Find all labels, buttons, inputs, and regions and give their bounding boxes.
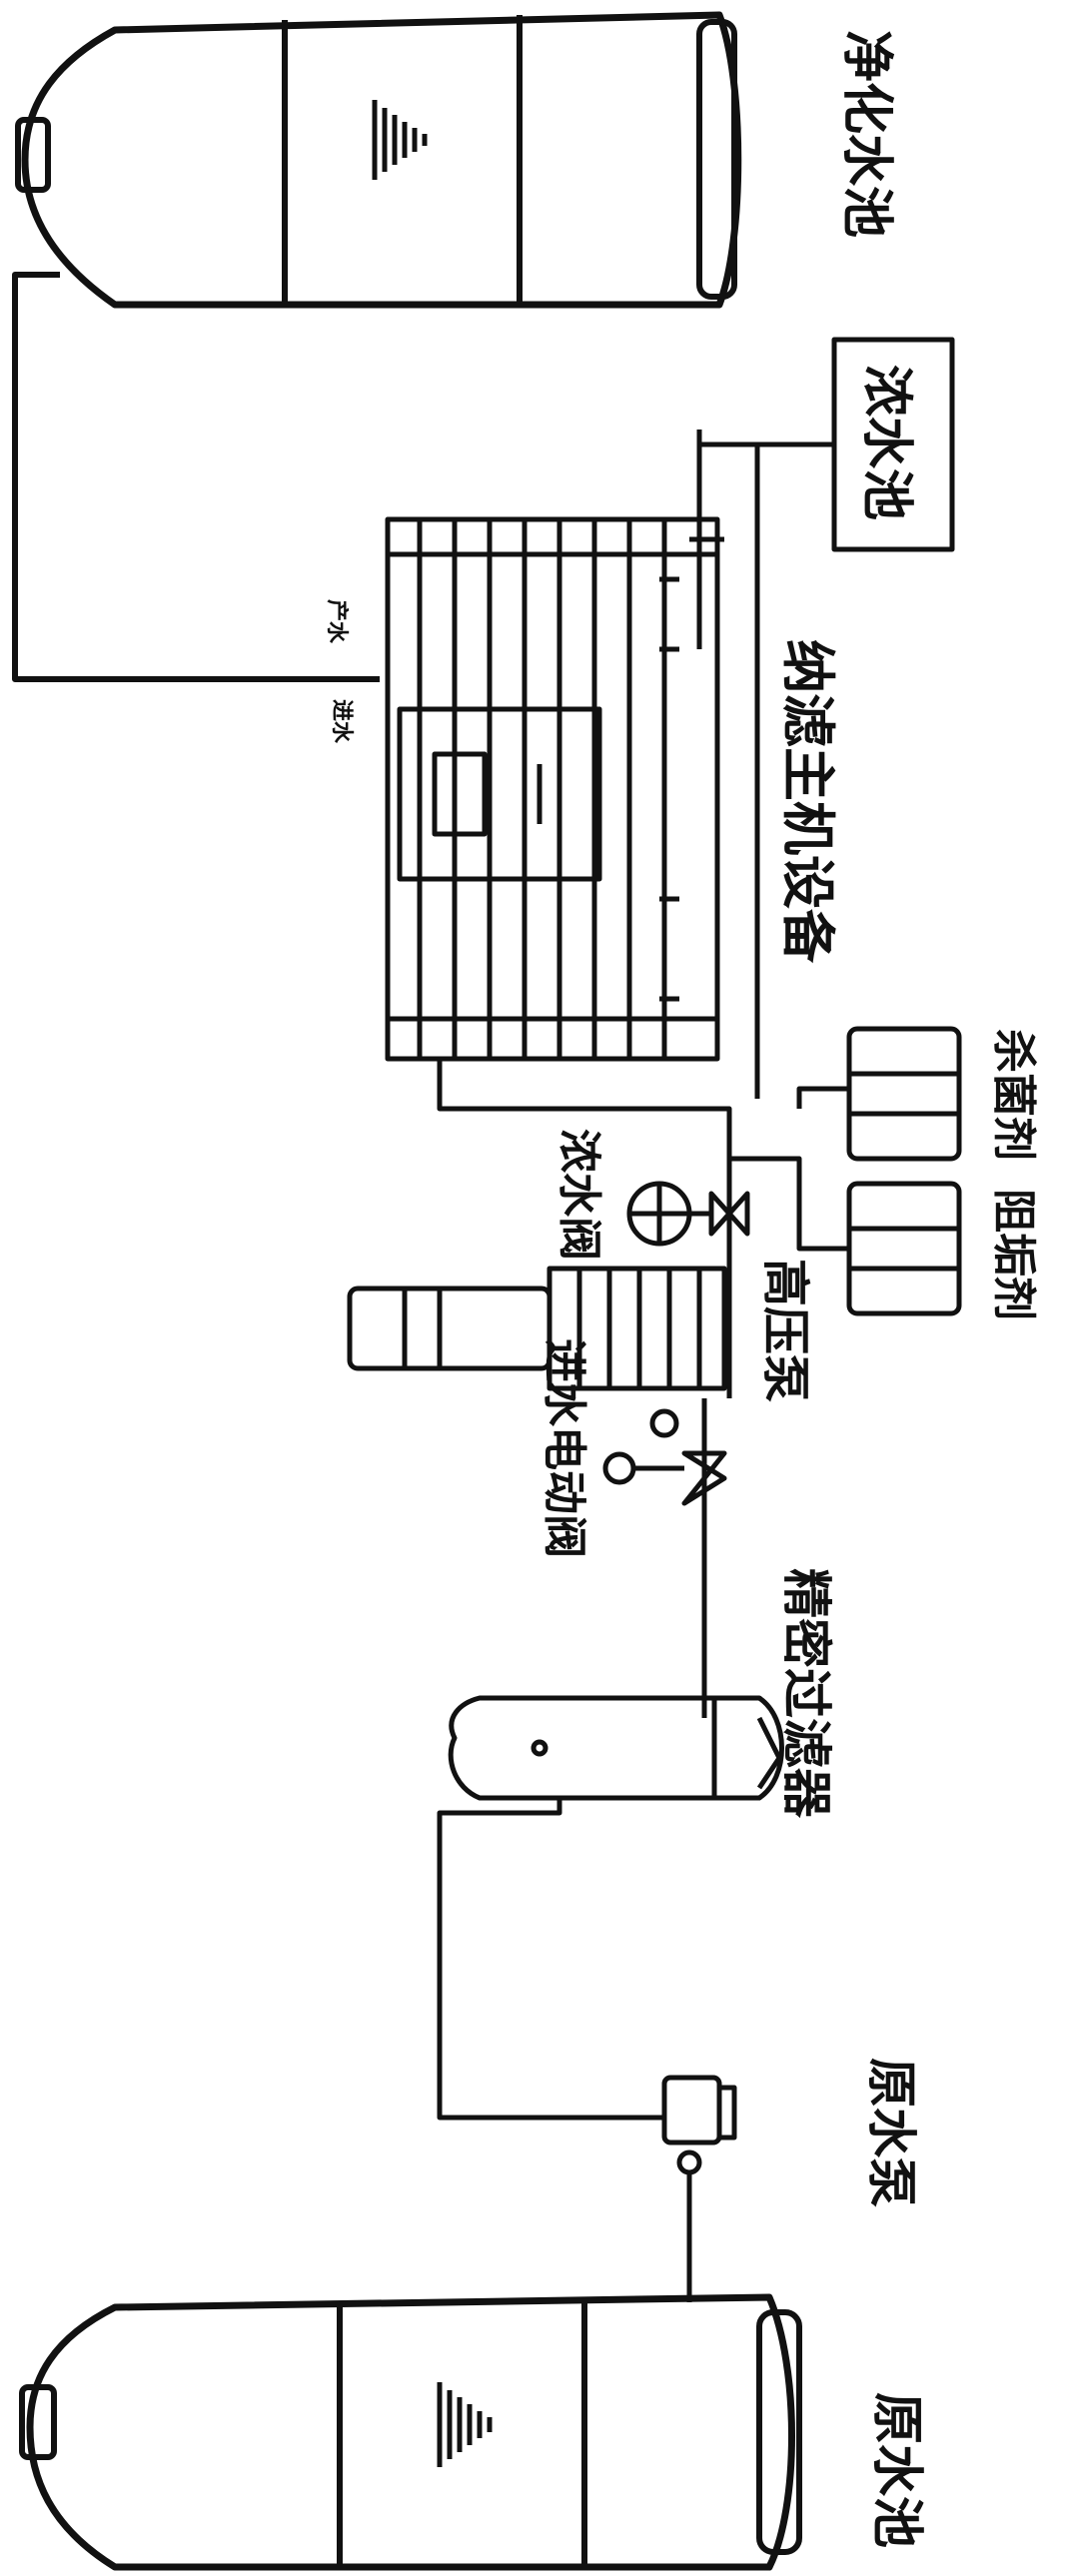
precision-filter — [448, 1695, 784, 1801]
label-concentrate-pool: 浓水池 — [856, 365, 916, 520]
feed-pipe — [437, 1059, 732, 1249]
reagent-bactericide-tank — [796, 1026, 962, 1162]
label-membrane-unit: 纳滤主机设备 — [776, 639, 839, 964]
purified-water-tank — [15, 11, 742, 309]
raw-to-filter-pipe — [437, 1798, 664, 2121]
reagent-antiscalant-tank — [729, 1156, 962, 1316]
inlet-electric-valve — [602, 1408, 727, 1506]
label-raw-pump: 原水泵 — [862, 2058, 920, 2207]
label-purified-pool: 净化水池 — [836, 30, 896, 238]
raw-water-pump — [661, 2075, 737, 2302]
nanofiltration-unit — [385, 516, 720, 1062]
label-precision-filter: 精密过滤器 — [777, 1568, 835, 1819]
label-raw-pool: 原水池 — [866, 2392, 926, 2548]
label-permeate: 产水 — [324, 599, 349, 644]
label-inlet-valve: 进水电动阀 — [539, 1338, 589, 1558]
concentrate-valve — [626, 1181, 750, 1247]
label-concentrate-valve: 浓水阀 — [553, 1129, 604, 1261]
label-bactericide: 杀菌剂 — [988, 1029, 1039, 1161]
label-antiscalant: 阻垢剂 — [988, 1189, 1039, 1320]
raw-water-tank — [19, 2293, 802, 2571]
concentrate-pipes — [689, 429, 834, 1099]
permeate-pipe — [12, 272, 380, 682]
label-high-pressure-pump: 高压泵 — [757, 1259, 813, 1402]
label-feed: 进水 — [329, 699, 354, 744]
high-pressure-pump — [347, 1266, 727, 1391]
